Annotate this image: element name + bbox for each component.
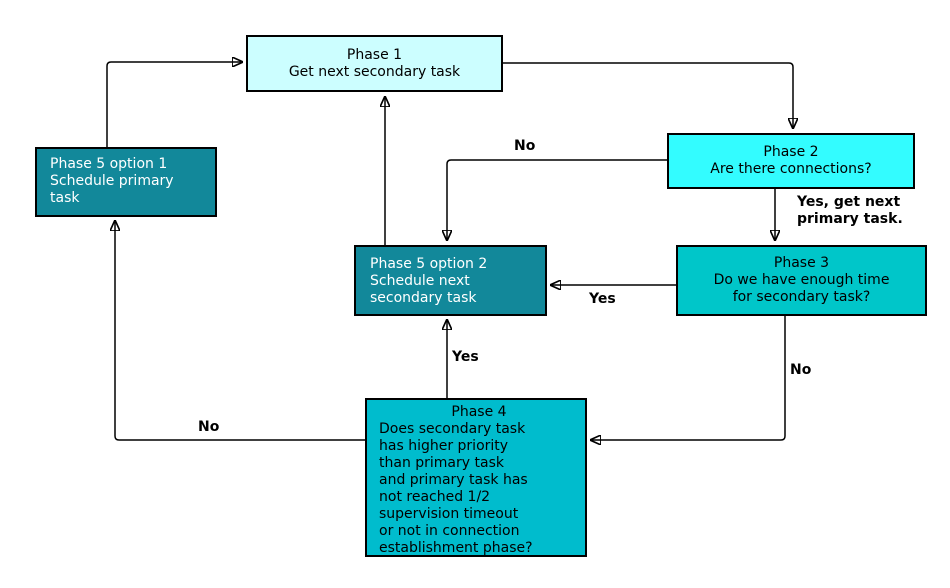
edge-phase1-to-phase2 [503,62,793,128]
edge-label-phase2-yes: Yes, get next primary task. [797,194,903,227]
edge-label-phase2-no: No [514,138,536,154]
edge-label-phase3-no: No [790,362,812,378]
node-phase5-option1: Phase 5 option 1 Schedule primary task [35,147,217,217]
node-phase5-option2-title: Phase 5 option 2 [370,256,488,272]
node-phase3-body: Do we have enough time for secondary tas… [713,272,890,305]
node-phase4: Phase 4 Does secondary task has higher p… [365,398,587,557]
node-phase3-title: Phase 3 [773,255,830,271]
node-phase1: Phase 1 Get next secondary task [246,35,503,92]
edge-phase2-no-to-opt2 [447,159,667,240]
node-phase4-body: Does secondary task has higher priority … [379,421,533,556]
node-phase1-title: Phase 1 [346,46,403,63]
node-phase5-option2-body: Schedule next secondary task [370,273,477,306]
node-phase2-body: Are there connections? [710,161,872,177]
node-phase5-option1-title: Phase 5 option 1 [50,156,168,172]
node-phase2: Phase 2 Are there connections? [667,133,915,189]
node-phase4-title: Phase 4 [451,404,507,420]
edge-label-phase4-no: No [198,419,220,435]
edge-label-phase3-yes: Yes [589,291,616,307]
node-phase3: Phase 3 Do we have enough time for secon… [676,245,927,316]
node-phase1-body: Get next secondary task [288,63,461,80]
node-phase2-title: Phase 2 [763,144,819,160]
edge-phase4-no-to-opt1 [115,221,365,441]
node-phase5-option1-body: Schedule primary task [50,173,174,206]
edge-opt1-to-phase1 [106,62,242,147]
edge-label-phase4-yes: Yes [452,349,479,365]
edge-phase3-no-to-phase4 [591,316,786,440]
node-phase5-option2: Phase 5 option 2 Schedule next secondary… [354,245,547,316]
